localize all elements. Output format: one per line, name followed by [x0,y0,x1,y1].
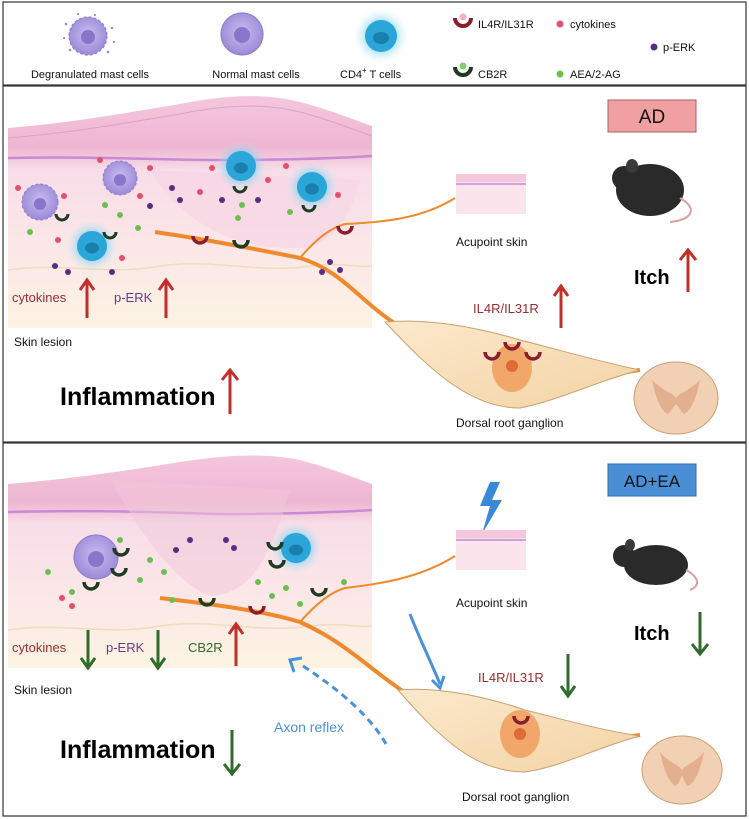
il4r-up-arrow [552,283,570,328]
legend-degranulated-label: Degranulated mast cells [31,69,150,81]
axon-reflex-arrow [299,662,388,745]
panel-ad-ea: Acupoint skin AD+EA Itch cytokines p-ERK… [2,442,747,817]
dorsal-root-ganglion [383,320,641,409]
ad-badge [607,99,697,133]
legend-il4r-label: IL4R/IL31R [478,19,534,31]
normal-mast-cell-icon [220,12,264,56]
perk-dot-icon [650,43,658,51]
perk-up-arrow [157,277,175,318]
receptors-ea [198,597,266,615]
panel-ad: Acupoint skin AD Itch cytokines p-ERK Sk… [2,85,747,443]
cytokines-down-arrow [79,630,97,671]
itch-label-ad: Itch [634,267,670,289]
degranulated-mast-cell [102,160,138,196]
nerve-branch-acupoint-ea [299,555,456,623]
perk-down-arrow [149,630,167,671]
ad-badge-label: AD [639,107,665,128]
cd4-t-cell [266,522,328,597]
mouse-icon [612,159,692,223]
legend-normal-label: Normal mast cells [212,69,300,81]
il4r-label-ad: IL4R/IL31R [473,301,539,316]
mouse-icon-ea [613,539,698,591]
normal-mast-cell [73,534,130,591]
inflammation-label-ea: Inflammation [60,736,216,764]
il4r-receptor-icon [453,13,473,28]
axon-reflex-arrowhead [288,656,303,673]
degranulated-mast-cell [21,183,59,221]
itch-down-arrow [690,612,710,657]
cb2r-up-arrow [227,621,245,666]
ea-signal-arrow [408,613,442,685]
degranulated-mast-cell-icon [62,12,116,56]
drg-label-ad: Dorsal root ganglion [456,416,563,430]
spinal-cord-section-ea [641,735,723,805]
cb2r-label-ea: CB2R [188,640,223,655]
ea-badge-label: AD+EA [624,472,681,491]
legend-cytokines-label: cytokines [570,19,616,31]
legend-aea-label: AEA/2-AG [570,69,621,81]
molecule-dots [15,157,343,275]
cytokines-label-ea: cytokines [12,640,67,655]
receptors-ad [54,185,354,249]
cd4-t-cell [286,161,338,213]
ea-signal-arrowhead [430,675,446,691]
acupoint-skin-block-ea [456,530,526,570]
legend-perk-label: p-ERK [663,42,696,54]
nerve-branch-acupoint [299,197,456,259]
aea-dot-icon [556,70,564,78]
inflammation-up-arrow [220,367,240,414]
perk-label-ea: p-ERK [106,640,145,655]
cd4-t-cell [66,220,118,272]
legend: Degranulated mast cells Normal mast cell… [2,1,747,86]
cd4-t-cell [215,140,267,192]
skin-lesion-label-ea: Skin lesion [14,683,72,697]
acupoint-skin-block [456,174,526,214]
axon-reflex-label: Axon reflex [274,719,344,735]
itch-up-arrow [678,247,698,292]
electroacupuncture-bolt-icon [480,482,502,534]
cytokines-label-ad: cytokines [12,290,67,305]
cytokine-dot-icon [556,20,564,28]
legend-cb2r-label: CB2R [478,69,507,81]
drg-label-ea: Dorsal root ganglion [462,790,569,804]
cd4-t-cell-icon [354,9,408,63]
molecule-dots-ea [45,537,347,609]
il4r-down-arrow [559,654,577,699]
acupoint-skin-label-ea: Acupoint skin [456,596,527,610]
legend-cd4-label: CD4+ T cells [340,66,402,81]
spinal-cord-section [633,361,719,435]
inflammation-down-arrow [222,730,242,777]
itch-label-ea: Itch [634,623,670,645]
ea-badge [607,463,697,497]
skin-lesion-label-ad: Skin lesion [14,335,72,349]
dorsal-root-ganglion-ea [396,688,641,773]
perk-label-ad: p-ERK [114,290,153,305]
cb2r-receptor-icon [453,62,473,77]
inflammation-label-ad: Inflammation [60,383,216,411]
cytokines-up-arrow [78,277,96,318]
acupoint-skin-label: Acupoint skin [456,235,527,249]
il4r-label-ea: IL4R/IL31R [478,670,544,685]
